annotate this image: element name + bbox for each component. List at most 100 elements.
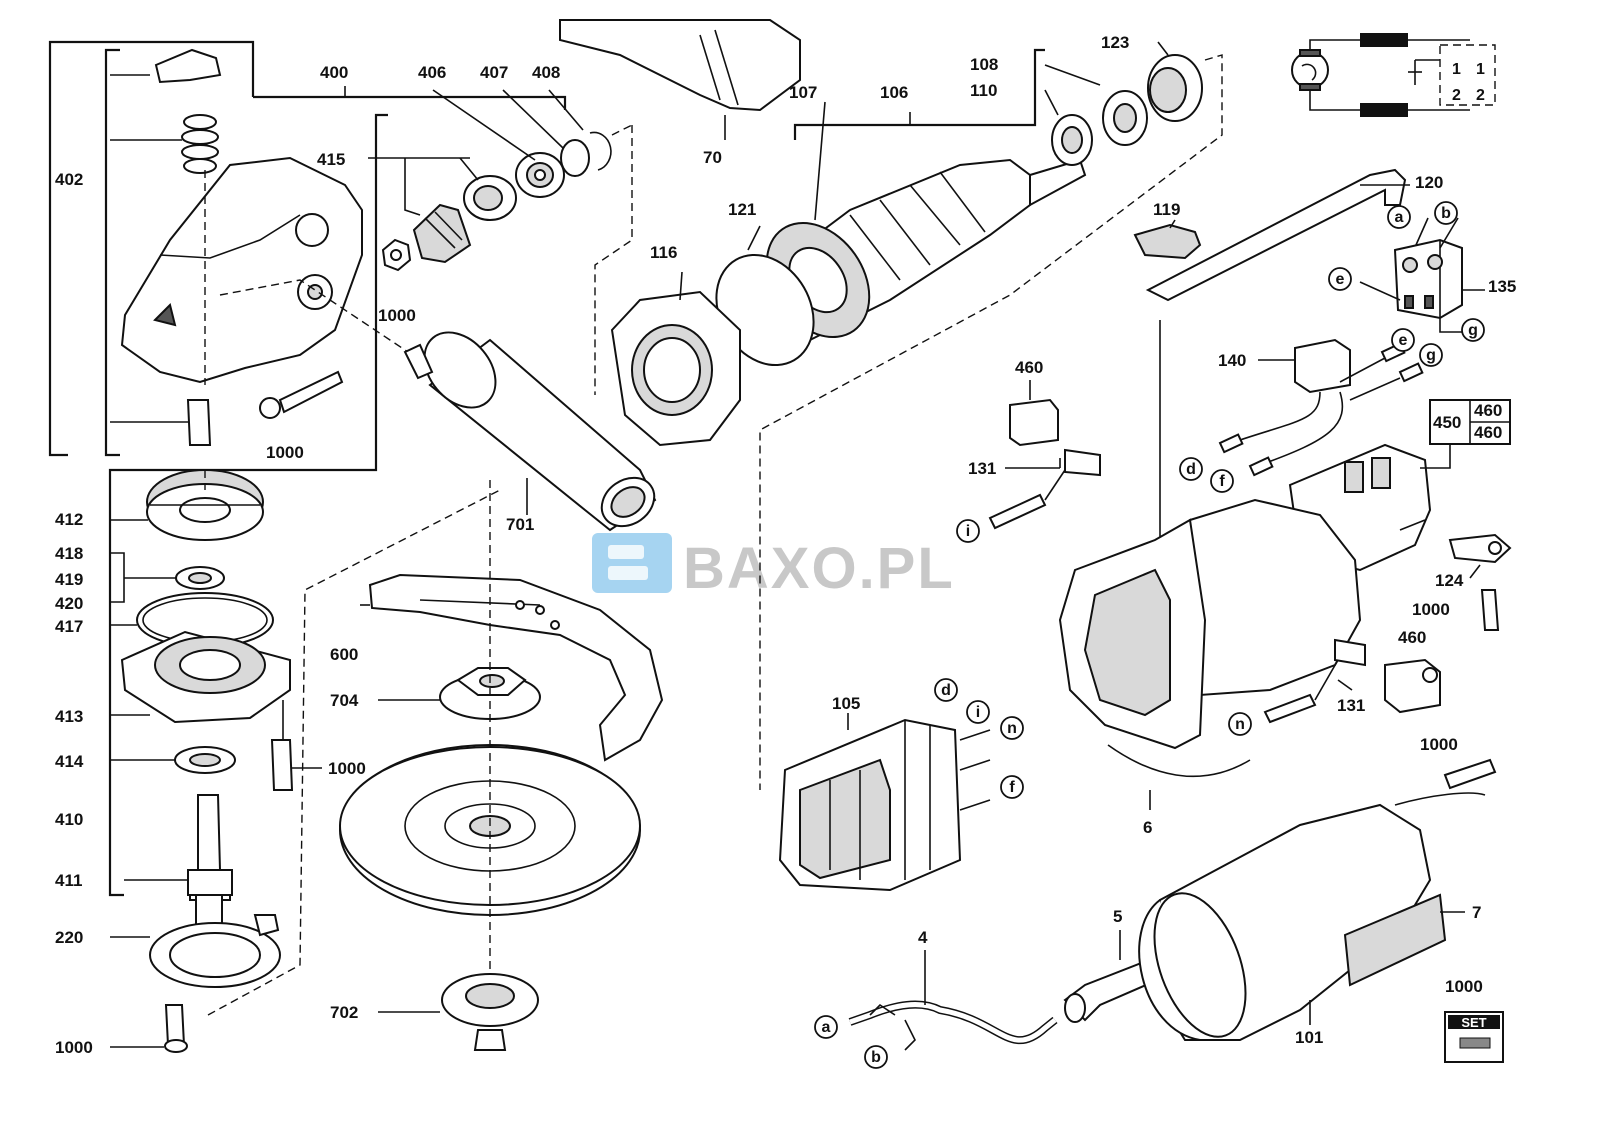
label-701: 701 [506,515,534,534]
label-406: 406 [418,63,446,82]
crown-gear-412 [146,469,264,541]
brush-holder-460-top [1009,380,1059,447]
circlip-408 [589,131,612,171]
label-400: 400 [320,63,348,82]
needle-bearing-406 [515,152,565,198]
svg-text:g: g [1426,347,1436,364]
clamping-nut-702 [441,973,539,1051]
switch-contact-1b: 1 [1476,61,1485,78]
label-107: 107 [789,83,817,102]
label-116: 116 [650,243,677,262]
motor-symbol [1291,51,1329,89]
marker-g-wire: g [1419,343,1443,367]
label-600: 600 [330,645,358,664]
label-460-bottom: 460 [1398,628,1426,647]
marker-i-connector: i [956,519,980,543]
gearbox-cover-70 [559,19,801,140]
label-131-top: 131 [968,459,996,478]
label-4: 4 [918,928,928,947]
bearing-110 [1051,114,1093,166]
baxo-watermark: BAXO.PL [592,533,955,601]
bearing-108 [1102,90,1148,146]
screw-1000-flange [270,739,294,791]
marker-e-wire: e [1391,328,1415,352]
clamp-124 [1448,533,1512,579]
label-70: 70 [703,148,722,167]
marker-b-cable: b [864,1045,888,1069]
armature-shaft-end [1029,158,1087,207]
bracket-400 [48,40,255,457]
bearing-flange-413 [120,630,291,724]
brush-connector-131-top [988,448,1101,530]
marker-g-switch: g [1461,318,1485,342]
label-407: 407 [480,63,508,82]
svg-text:n: n [1007,720,1017,737]
bearing-flange-116 [610,271,741,447]
circlip-407 [560,139,590,177]
side-handle [403,331,657,532]
label-124: 124 [1435,571,1464,590]
svg-text:b: b [871,1049,881,1066]
marker-f-wire: f [1210,469,1234,493]
baxo-logo [592,533,672,593]
power-cable-4 [848,950,1058,1051]
label-119: 119 [1153,200,1180,219]
label-140: 140 [1218,351,1246,370]
connection-markers: a b e g e g d f [814,201,1485,1069]
label-131-bottom: 131 [1337,696,1365,715]
marker-d-wire: d [1179,457,1203,481]
label-123: 123 [1101,33,1129,52]
brush-connector-131-bottom [1263,638,1366,724]
locking-pin [186,399,212,446]
marker-e-switch: e [1328,267,1352,291]
label-1000-nut: 1000 [378,306,416,325]
label-402: 402 [55,170,83,189]
label-1000-set: 1000 [1445,977,1483,996]
label-415: 415 [317,150,345,169]
label-6: 6 [1143,818,1152,837]
wiring-schematic: 1 1 2 2 [1291,33,1496,117]
spring [181,114,219,174]
watermark-text: BAXO.PL [683,536,955,601]
svg-text:a: a [822,1019,831,1036]
spindle-assembly [110,469,501,1053]
part-number-labels: 400 402 406 407 408 415 1000 1000 70 107… [55,33,1516,1057]
label-412: 412 [55,510,83,529]
guard-clamp-220 [149,914,281,988]
set-badge-label: SET [1461,1015,1486,1030]
label-450: 450 [1433,413,1461,432]
label-420: 420 [55,594,83,613]
label-1000-clamp-screw: 1000 [55,1038,93,1057]
switch-135 [1359,217,1485,333]
bracket-400-right [253,95,567,110]
switch-slider-119 [1133,223,1202,260]
pinion-bearing [463,175,517,221]
label-121: 121 [728,200,756,219]
switch-contact-1a: 1 [1452,61,1461,78]
label-410: 410 [55,810,83,829]
label-5: 5 [1113,907,1122,926]
svg-text:i: i [966,523,970,540]
svg-text:f: f [1009,779,1015,796]
label-417: 417 [55,617,83,636]
pinion-gear [412,203,472,264]
screw-1000-rear [1443,758,1497,790]
handle-thread [403,343,434,380]
label-1000-rear: 1000 [1420,735,1458,754]
field-coil-bottom [1360,103,1408,117]
screw-set-badge: SET [1444,1011,1504,1063]
field-coil-top [1360,33,1408,47]
marker-i-stator: i [966,700,990,724]
screw-1000-clamp-bottom [164,1004,186,1046]
marker-f-stator: f [1000,775,1024,799]
label-408: 408 [532,63,560,82]
gear-head-assembly [48,40,633,897]
svg-text:e: e [1336,271,1345,288]
bracket-106 [793,48,1045,140]
wheel-guard-600 [360,573,664,762]
label-702: 702 [330,1003,358,1022]
spindle-collar-411 [187,869,233,896]
marker-b-switch: b [1434,201,1458,225]
label-106: 106 [880,83,908,102]
